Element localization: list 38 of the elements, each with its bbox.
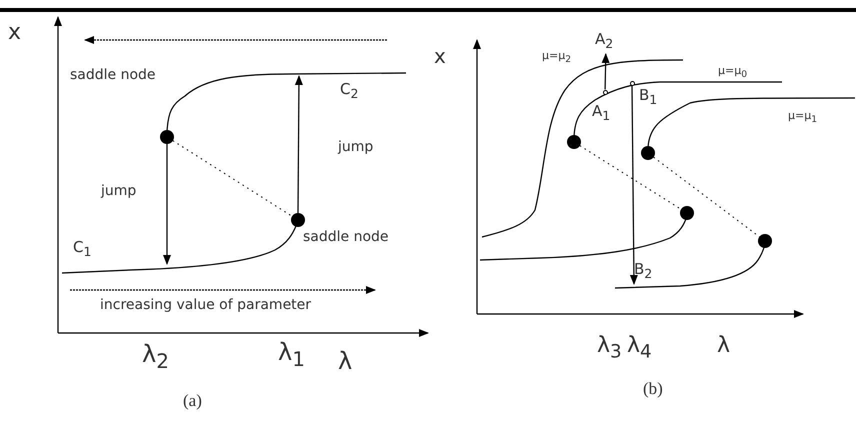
edge-label: jump (101, 184, 136, 198)
unstable-branch-curve (579, 145, 682, 210)
axis-tick-label: λ$_{2}$ (142, 342, 169, 371)
axis-tick-label: λ$_{4}$ (627, 335, 652, 362)
saddle-node-point (160, 130, 174, 144)
point-label: B$_{1}$ (639, 88, 658, 106)
edge-label: jump (338, 140, 374, 154)
axis-tick-label: λ$_{3}$ (597, 335, 622, 362)
jump-arrow (630, 86, 638, 285)
unstable-branch-curve (172, 140, 293, 217)
curve-label: C$_{2}$ (340, 82, 358, 100)
point-label: A$_{2}$ (595, 32, 614, 50)
jump-arrow (602, 53, 610, 90)
jump-arrow (294, 75, 303, 213)
annotation: saddle node (303, 230, 389, 244)
axis-label: λ (717, 335, 730, 357)
curve-label: μ=μ$_{2}$ (542, 50, 572, 64)
saddle-node-point (291, 213, 305, 227)
point-label: B$_{2}$ (634, 262, 652, 280)
saddle-node-point (680, 206, 694, 220)
point-marker (602, 90, 608, 94)
annotation: increasing value of parameter (100, 298, 312, 312)
axis-label: x (8, 22, 22, 44)
annotation: saddle node (70, 68, 156, 82)
saddle-node-point (758, 234, 772, 248)
panel-label: (a) (183, 392, 202, 409)
axis-tick-label: λ$_{1}$ (278, 340, 305, 369)
curve-label: C$_{1}$ (73, 240, 92, 258)
jump-arrow (163, 144, 171, 265)
curve-label: μ=μ$_{0}$ (718, 65, 748, 80)
curve-label: μ=μ$_{1}$ (788, 110, 818, 124)
axis-label: λ (338, 349, 352, 373)
saddle-node-point (567, 135, 581, 149)
point-label: A$_{1}$ (592, 104, 610, 122)
panel-label: (b) (643, 380, 663, 397)
point-marker (630, 80, 634, 86)
axis-label: x (434, 46, 446, 66)
saddle-node-point (641, 146, 655, 160)
